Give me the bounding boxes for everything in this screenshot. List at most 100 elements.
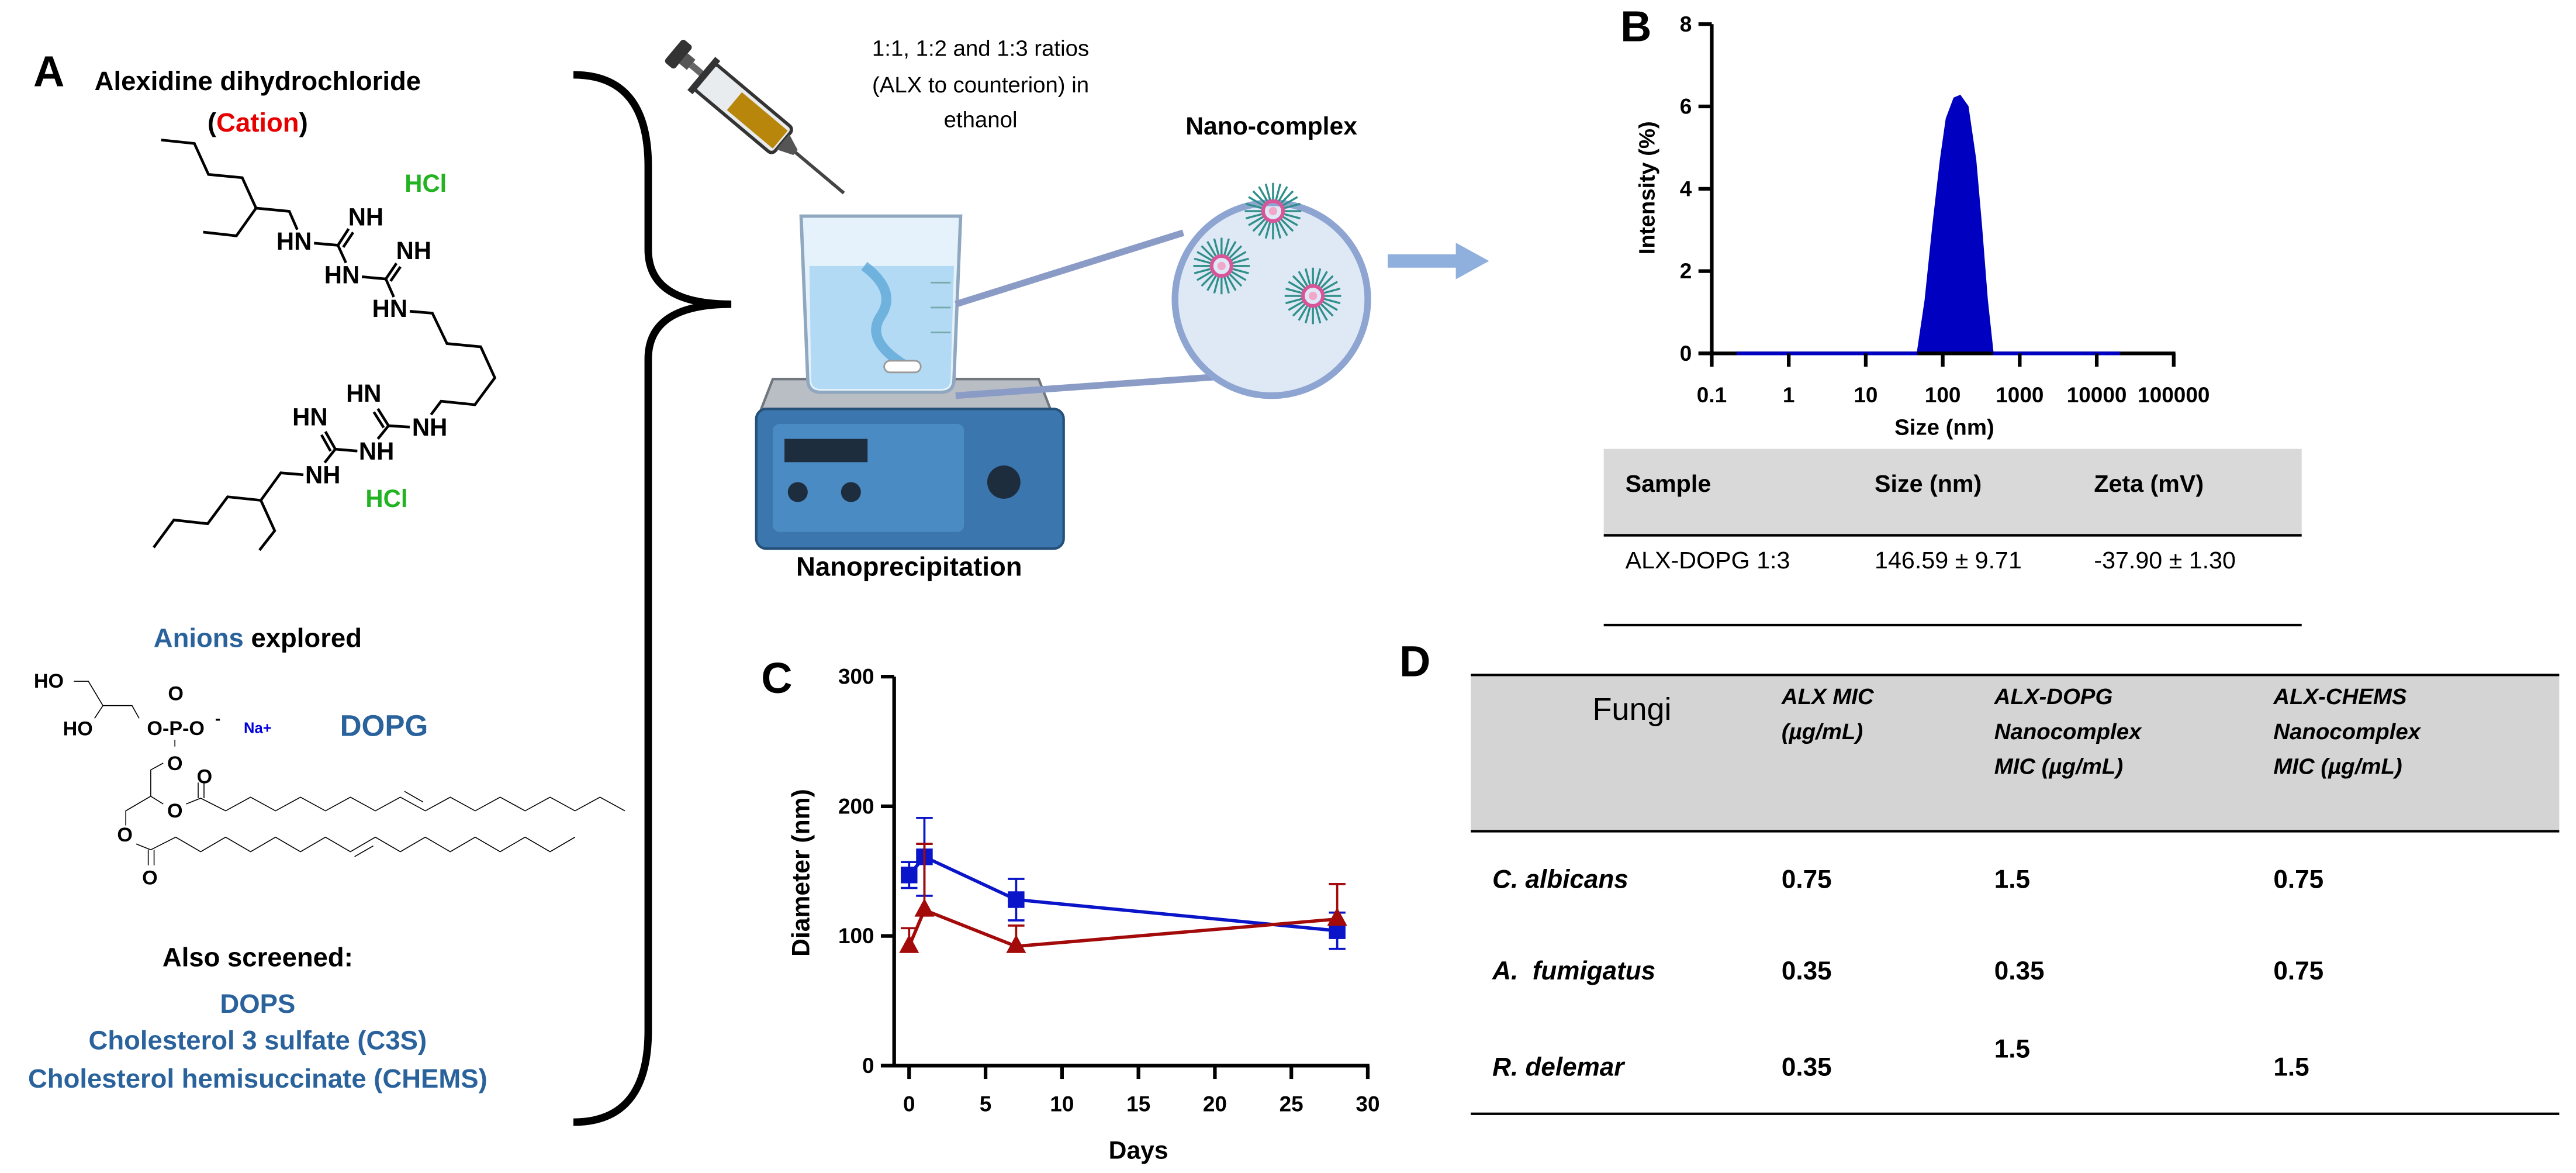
y-tick-label: 100 bbox=[838, 924, 874, 948]
atom-hn: HN bbox=[346, 380, 381, 407]
micelle-tail bbox=[1314, 305, 1322, 324]
micelle-tail bbox=[1322, 297, 1341, 305]
table-header-bg bbox=[1471, 675, 2560, 832]
micelle-tail bbox=[1298, 271, 1309, 288]
dopg-label: DOPG bbox=[340, 709, 428, 743]
micelle-tail bbox=[1281, 196, 1298, 208]
micelle-tail bbox=[1223, 275, 1230, 294]
panel-label-b: B bbox=[1620, 2, 1651, 51]
micelle-tail bbox=[1201, 272, 1215, 287]
micelle-tail bbox=[1206, 241, 1218, 258]
atom-hn: HN bbox=[324, 261, 359, 288]
table-cell: -37.90 ± 1.30 bbox=[2094, 547, 2236, 574]
data-point bbox=[1006, 934, 1026, 953]
micelle-tail bbox=[1252, 217, 1267, 232]
data-point bbox=[1327, 907, 1347, 926]
micelle-tail bbox=[1304, 268, 1312, 287]
anions-rest: explored bbox=[244, 623, 362, 653]
micelle-tail bbox=[1229, 251, 1247, 262]
atom-hn: HN bbox=[276, 227, 312, 255]
micelle-tail bbox=[1197, 270, 1213, 281]
atom-hn: HN bbox=[292, 403, 327, 430]
x-tick-label: 5 bbox=[980, 1092, 992, 1116]
micelle-tail bbox=[1314, 268, 1322, 287]
micelle-tail bbox=[1206, 274, 1218, 291]
also-screened-heading: Also screened: bbox=[162, 942, 353, 972]
charge-minus: - bbox=[215, 710, 220, 729]
micelle-tail bbox=[1304, 305, 1312, 324]
fungus-name: A. fumigatus bbox=[1492, 957, 1655, 985]
micelle-tail bbox=[1274, 220, 1282, 239]
table-cell: 1.5 bbox=[2273, 1053, 2309, 1082]
data-point bbox=[901, 867, 918, 884]
y-tick-label: 6 bbox=[1680, 95, 1692, 119]
series-line bbox=[908, 854, 1337, 933]
micelle-tail bbox=[1285, 297, 1304, 305]
micelle-center bbox=[1309, 291, 1318, 301]
column-header: MIC (µg/mL) bbox=[1994, 754, 2123, 779]
screened-item: Cholesterol 3 sulfate (C3S) bbox=[89, 1026, 427, 1055]
atom-nh: NH bbox=[396, 237, 431, 264]
anions-heading: Anions explored bbox=[154, 623, 362, 653]
phosphate-group: O-P-O bbox=[147, 717, 205, 740]
atom-o: O bbox=[197, 766, 213, 788]
fungus-name: C. albicans bbox=[1492, 865, 1628, 893]
column-header: Zeta (mV) bbox=[2094, 470, 2204, 497]
micelle-tail bbox=[1228, 245, 1243, 260]
micelle-tail bbox=[1201, 245, 1215, 260]
table-row: R. delemar 0.35 1.5 1.5 bbox=[1492, 1034, 2309, 1081]
magnify-line bbox=[955, 229, 1185, 308]
column-header: (µg/mL) bbox=[1782, 719, 1863, 744]
micelle-tail bbox=[1292, 275, 1307, 290]
x-tick-label: 100 bbox=[1925, 383, 1961, 407]
sodium-ion: Na+ bbox=[244, 720, 272, 736]
micelle-icon bbox=[1284, 267, 1341, 325]
column-header: Nanocomplex bbox=[2273, 719, 2421, 744]
anions-word: Anions bbox=[154, 623, 244, 653]
panel-label-c: C bbox=[761, 654, 792, 702]
table-cell: 146.59 ± 9.71 bbox=[1875, 547, 2022, 574]
characterization-table: Sample Size (nm) Zeta (mV) ALX-DOPG 1:3 … bbox=[1603, 448, 2302, 627]
process-illustration: 1:1, 1:2 and 1:3 ratios (ALX to counteri… bbox=[665, 36, 1489, 581]
micelle-tail bbox=[1230, 257, 1249, 265]
cation-title: Alexidine dihydrochloride bbox=[95, 66, 421, 96]
micelle-tail bbox=[1319, 302, 1334, 317]
micelle-center bbox=[1217, 261, 1226, 270]
column-header: Size (nm) bbox=[1875, 470, 1982, 497]
stir-plate-icon bbox=[755, 378, 1065, 550]
syringe-icon bbox=[665, 40, 845, 195]
micelle-tail bbox=[1194, 257, 1212, 265]
column-header: Nanocomplex bbox=[1994, 719, 2142, 744]
atom-o: O bbox=[142, 867, 158, 889]
x-tick-label: 30 bbox=[1356, 1092, 1379, 1116]
y-tick-label: 0 bbox=[862, 1054, 874, 1078]
micelle-tail bbox=[1282, 212, 1301, 220]
micelle-tail bbox=[1223, 238, 1230, 257]
atom-o: O bbox=[117, 824, 133, 846]
x-tick-label: 10 bbox=[1050, 1092, 1074, 1116]
screened-item: DOPS bbox=[220, 989, 295, 1019]
beaker-icon bbox=[799, 214, 963, 394]
column-header-fungi: Fungi bbox=[1592, 692, 1671, 727]
micelle-icon bbox=[1193, 237, 1250, 295]
micelle-tail bbox=[1230, 267, 1249, 275]
micelle-tail bbox=[1319, 275, 1334, 290]
x-tick-label: 15 bbox=[1126, 1092, 1150, 1116]
dopg-structure: HO HO O O-P-O - O Na+ O O O O DOPG bbox=[34, 670, 625, 889]
x-axis-label: Days bbox=[1109, 1136, 1168, 1164]
x-tick-label: 10000 bbox=[2067, 383, 2127, 407]
micelle-center bbox=[1268, 206, 1278, 216]
micelle-icon bbox=[1244, 182, 1302, 240]
ratio-text-line: 1:1, 1:2 and 1:3 ratios bbox=[872, 36, 1089, 61]
magnified-view-circle bbox=[1171, 199, 1371, 399]
x-tick-label: 0.1 bbox=[1697, 383, 1727, 407]
micelle-tail bbox=[1245, 202, 1264, 210]
y-tick-label: 4 bbox=[1680, 177, 1692, 201]
table-row: C. albicans 0.75 1.5 0.75 bbox=[1492, 865, 2323, 893]
table-cell: 0.75 bbox=[2273, 865, 2323, 893]
micelle-tail bbox=[1282, 202, 1301, 210]
atom-ho: HO bbox=[34, 670, 64, 692]
micelle-tail bbox=[1264, 220, 1272, 239]
